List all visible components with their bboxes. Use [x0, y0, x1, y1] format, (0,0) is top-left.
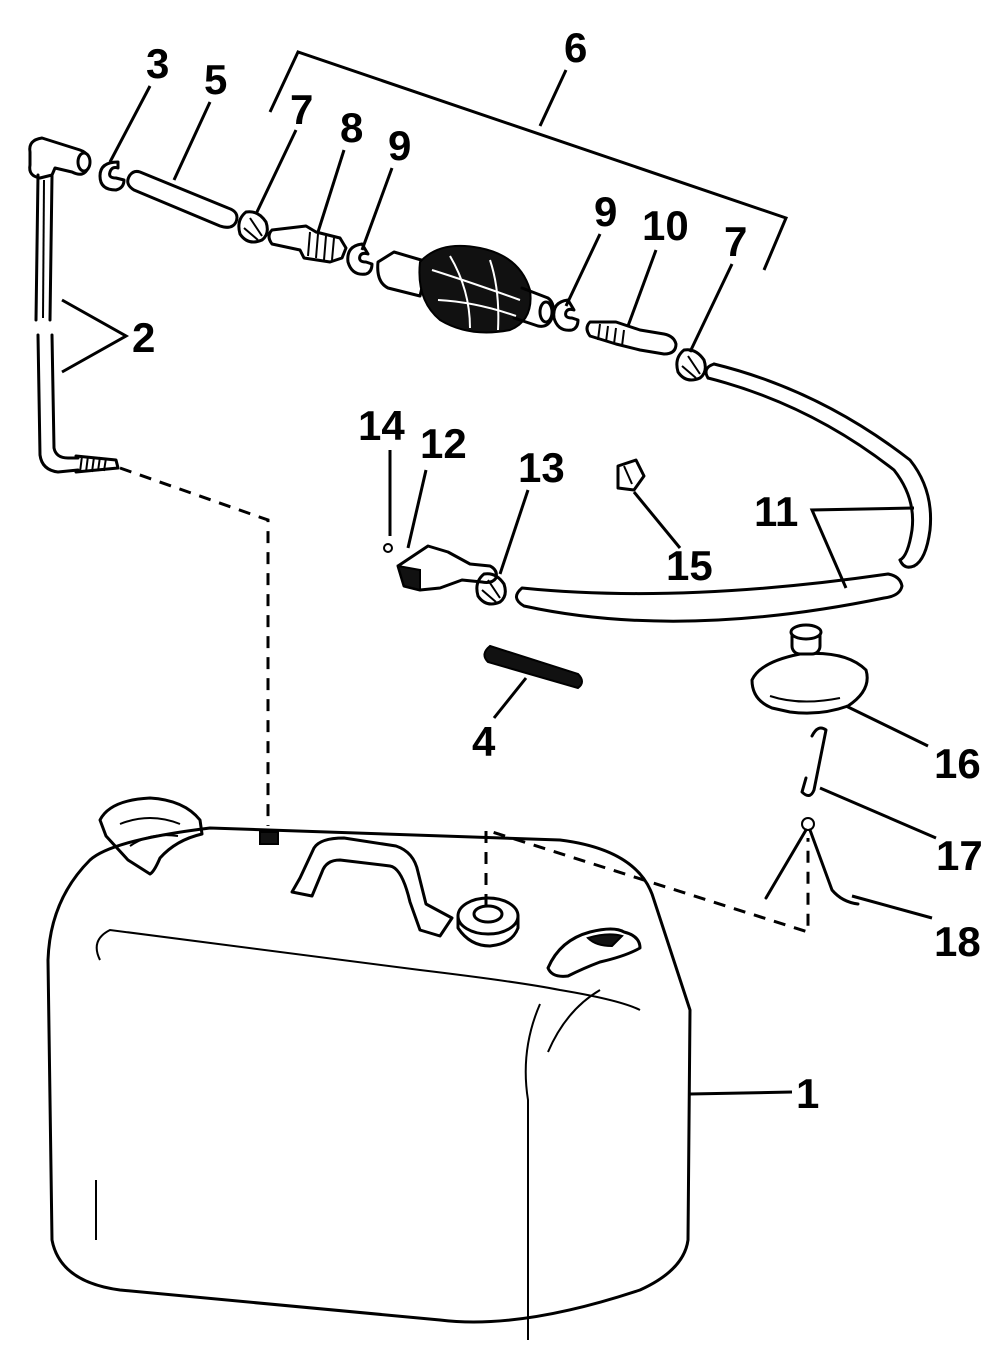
part-10-connector	[585, 320, 678, 356]
callout-numbers: 3 5 6 7 8 9 9 10 7 2 14 12 13 11 15 4 16…	[132, 24, 983, 1117]
part-13-clamp	[475, 572, 507, 606]
callout-12: 12	[420, 420, 467, 467]
callout-1: 1	[796, 1070, 819, 1117]
callout-3: 3	[146, 40, 169, 87]
part-14-o-ring	[383, 543, 393, 553]
part-5-hose	[126, 169, 239, 229]
callout-15: 15	[666, 542, 713, 589]
callout-10: 10	[642, 202, 689, 249]
part-17-s-hook	[800, 726, 828, 797]
part-2-pickup-tube	[28, 136, 120, 474]
part-12-connector	[396, 544, 498, 592]
part-3-clamp	[98, 160, 126, 192]
part-18-retainer	[764, 817, 860, 906]
callout-7-left: 7	[290, 86, 313, 133]
part-1-fuel-tank	[46, 796, 692, 1340]
callout-16: 16	[934, 740, 981, 787]
part-9-clamp-right	[552, 298, 580, 332]
part-9-clamp-left	[346, 242, 374, 276]
assembly-lines	[119, 466, 810, 935]
part-7-clamp-right	[675, 348, 707, 382]
callout-9-left: 9	[388, 122, 411, 169]
callout-6: 6	[564, 24, 587, 71]
part-7-clamp-left	[237, 210, 269, 244]
part-11-fuel-hose	[515, 362, 933, 623]
callout-14: 14	[358, 402, 405, 449]
callout-7-right: 7	[724, 218, 747, 265]
part-15-clip	[616, 458, 646, 492]
callout-5: 5	[204, 56, 227, 103]
callout-4: 4	[472, 718, 496, 765]
part-4-filter	[483, 644, 583, 690]
callout-9-right: 9	[594, 188, 617, 235]
callout-2: 2	[132, 314, 155, 361]
callout-11: 11	[754, 488, 798, 535]
callout-13: 13	[518, 444, 565, 491]
part-16-fuel-cap	[750, 623, 869, 715]
primer-bulb	[376, 244, 555, 334]
callout-8: 8	[340, 104, 363, 151]
bracket-6	[268, 50, 789, 271]
part-8-connector	[267, 224, 348, 264]
callout-17: 17	[936, 832, 983, 879]
callout-18: 18	[934, 918, 981, 965]
leader-lines	[61, 85, 937, 1096]
